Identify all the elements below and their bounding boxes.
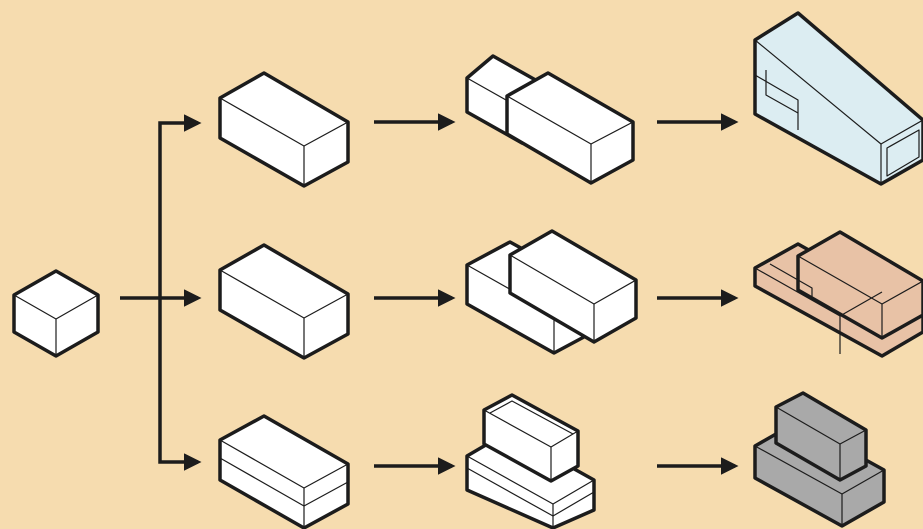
- final-form-middle: [753, 230, 923, 358]
- elongated-box-top: [218, 71, 350, 188]
- origin-cube: [12, 269, 100, 358]
- final-form-bottom: [753, 391, 886, 528]
- stacked-volumes-bottom: [465, 393, 596, 529]
- arrows-step-2: [374, 113, 456, 475]
- hollow-box-bottom: [218, 414, 350, 529]
- arrows-step-3: [657, 113, 739, 475]
- arrow-top-branch: [158, 114, 202, 298]
- elongated-box-middle: [218, 243, 350, 360]
- final-form-top: [753, 11, 923, 186]
- arrow-bottom-branch: [158, 298, 202, 471]
- offset-slabs-middle: [465, 229, 638, 355]
- shifted-volumes-top: [465, 54, 635, 185]
- branch-connector: [120, 114, 202, 471]
